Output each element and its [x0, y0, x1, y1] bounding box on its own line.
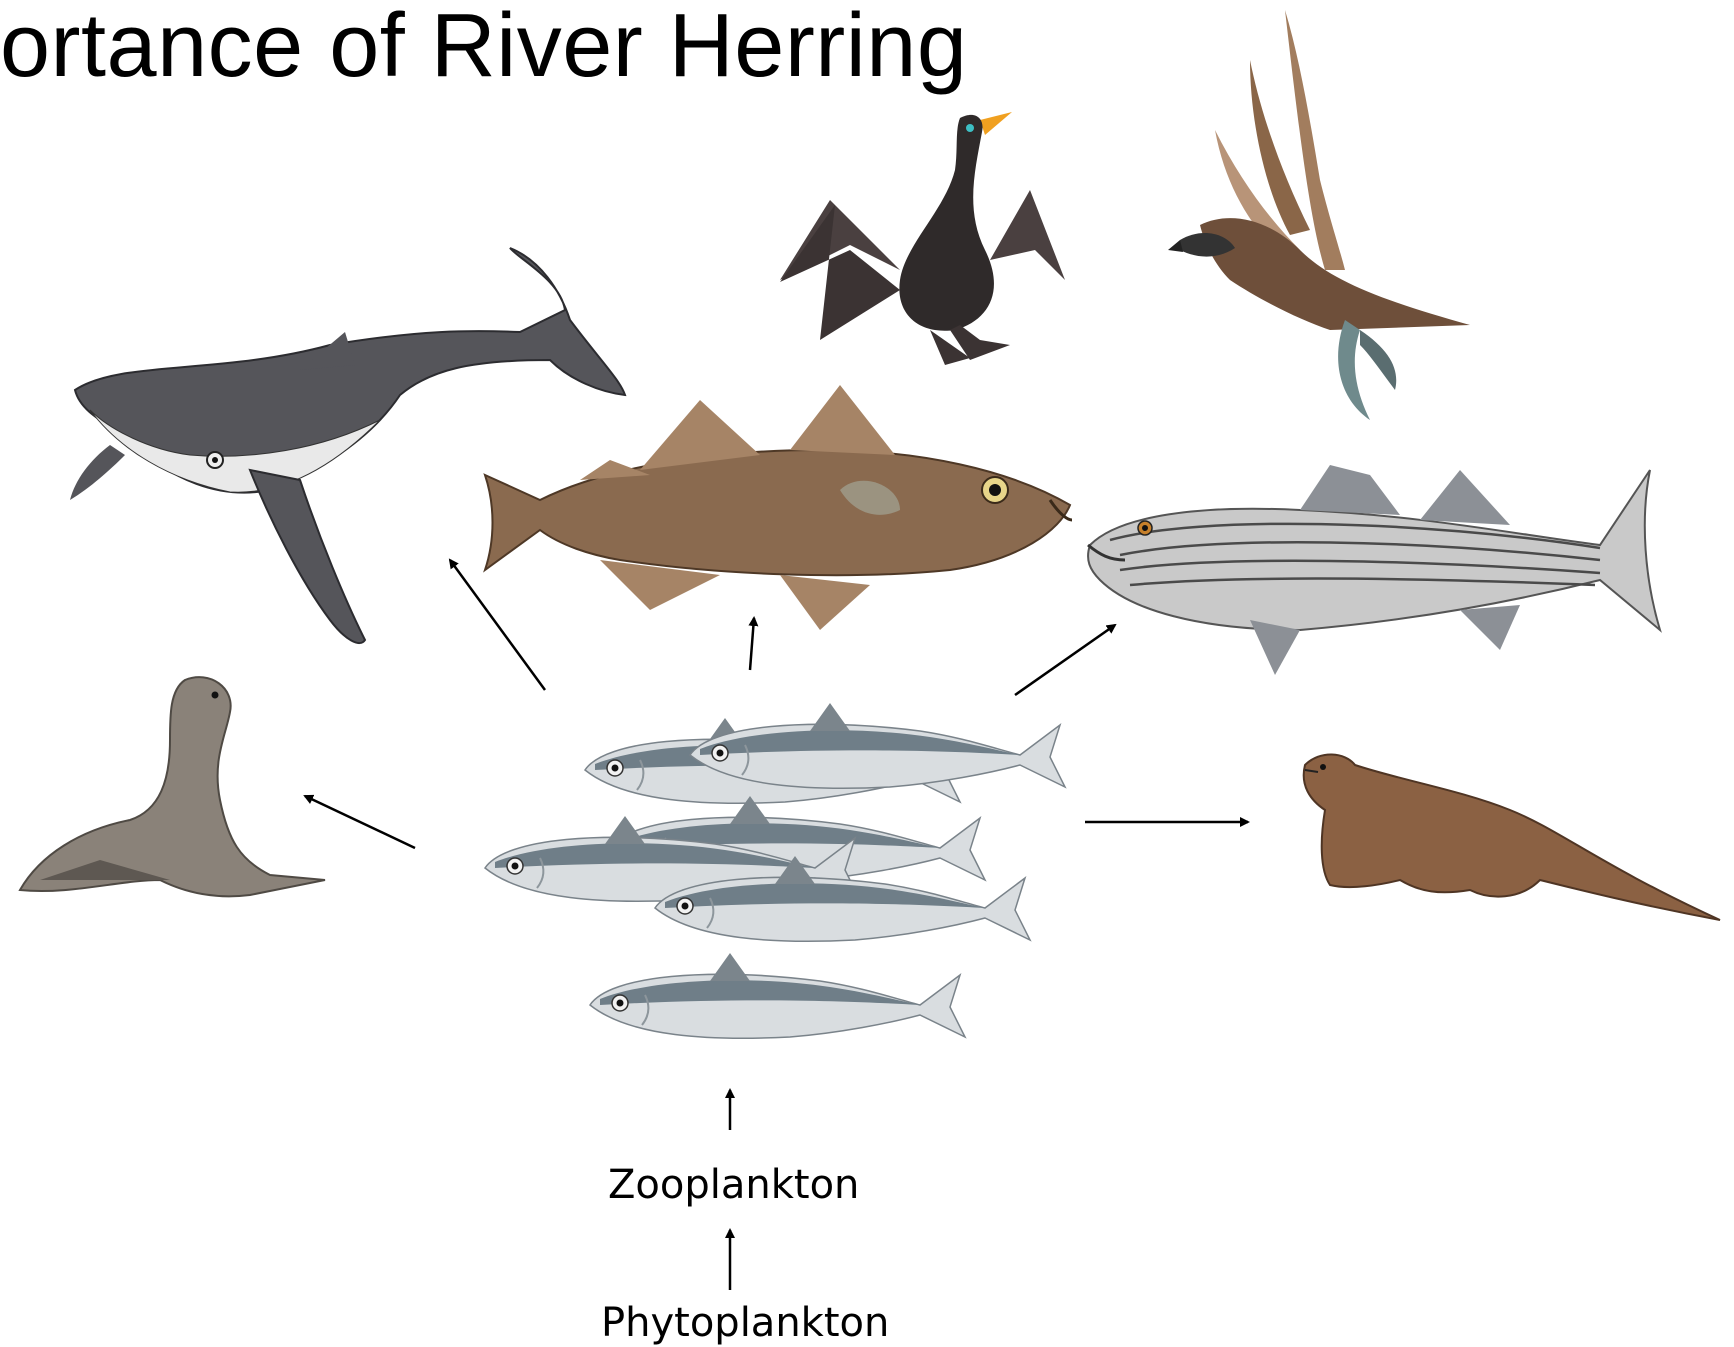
cormorant-icon: [780, 112, 1065, 365]
arrow-to-sea-lion: [305, 796, 415, 848]
arrow-to-cod: [750, 618, 754, 670]
sea-lion-icon: [20, 677, 325, 896]
cod-icon: [485, 385, 1072, 630]
zooplankton-label: Zooplankton: [608, 1162, 859, 1208]
phytoplankton-label: Phytoplankton: [601, 1300, 889, 1346]
humpback-whale-icon: [70, 248, 625, 643]
river-otter-icon: [1304, 754, 1720, 920]
herring-school-icon: [485, 703, 1065, 1038]
osprey-icon: [1168, 10, 1470, 420]
striped-bass-icon: [1088, 465, 1660, 675]
arrow-to-striped-bass: [1015, 625, 1115, 695]
arrow-to-whale: [450, 560, 545, 690]
